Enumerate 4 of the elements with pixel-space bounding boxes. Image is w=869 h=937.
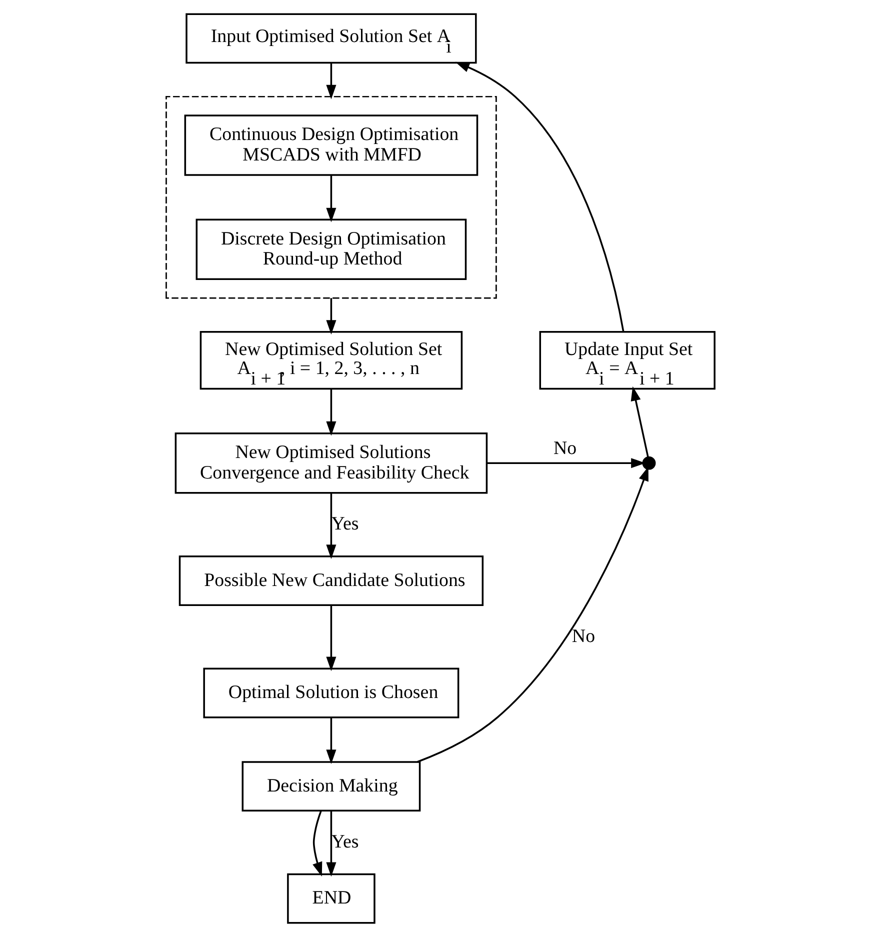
edge-label: Yes: [330, 831, 358, 852]
edge-label: Yes: [330, 514, 358, 535]
edge-label: No: [552, 438, 576, 459]
edge-label: No: [571, 626, 595, 647]
